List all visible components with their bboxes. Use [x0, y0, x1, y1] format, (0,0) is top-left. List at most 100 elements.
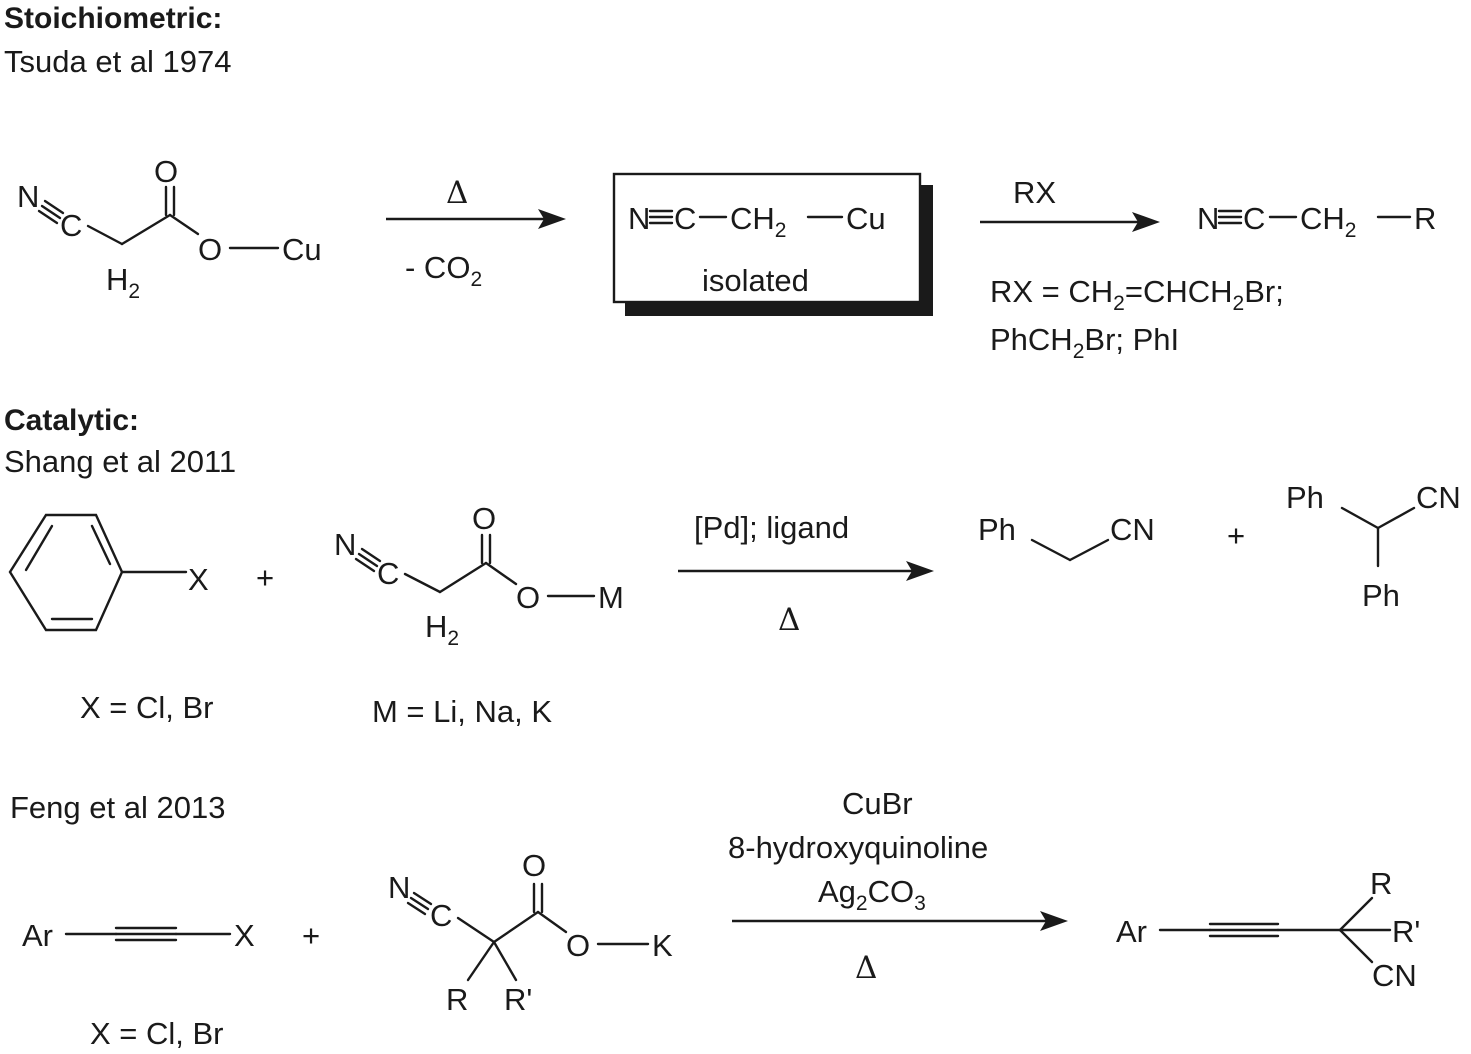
aryl-halide-structure: X [8, 513, 209, 632]
hydroxyquinoline-label: 8-hydroxyquinoline [728, 830, 988, 865]
ch-cn-bond [1376, 506, 1416, 530]
box-c-label: C [674, 201, 696, 236]
ch2-h-label: H2 [106, 262, 140, 303]
isolated-intermediate-box: N C CH2 Cu isolated [612, 172, 933, 316]
haloalkyne-structure: Ar X [22, 918, 255, 953]
c-ch2-bond [86, 224, 124, 246]
nitrile-n-label: N [334, 527, 356, 562]
rx-reagent-label: RX [1013, 175, 1056, 210]
carbonyl-o-label: O [154, 154, 178, 189]
rprime-substituent-label: R' [504, 982, 532, 1017]
ph-ch-bond [1340, 506, 1380, 530]
triple-bond-line-2 [409, 896, 430, 911]
alkylnitrile-product: N C CH2 R [1197, 201, 1436, 242]
nitrile-n-label: N [388, 870, 410, 905]
nitrile-n-label: N [17, 179, 39, 214]
r-substituent-label: R [446, 982, 468, 1017]
product-rprime-label: R' [1392, 914, 1420, 949]
silver-carbonate-label: Ag2CO3 [818, 874, 926, 915]
triple-bond-line-3 [354, 557, 376, 573]
arrowhead [1132, 212, 1160, 232]
quaternary-r-bond [1338, 896, 1374, 932]
carbonyl-ester-o-bond [168, 213, 200, 236]
benzene-ring [8, 513, 124, 632]
ch2-carbonyl-bond [120, 213, 172, 246]
product1-ph-label: Ph [978, 512, 1016, 547]
triple-bond-line-2 [357, 552, 379, 568]
plus-sign-1: + [256, 560, 274, 595]
arrowhead [538, 209, 566, 229]
pd-ligand-label: [Pd]; ligand [694, 510, 849, 545]
nitrile-c-label: C [377, 556, 399, 591]
product2-cn-label: CN [1416, 480, 1461, 515]
product-r-label: R [1414, 201, 1436, 236]
box-n-label: N [628, 201, 650, 236]
carbonyl-o-label: O [472, 501, 496, 536]
ch2-h-label: H2 [425, 609, 459, 650]
heat-symbol: Δ [446, 175, 468, 211]
triple-bond-line-1 [412, 891, 433, 906]
ester-o-label: O [566, 928, 590, 963]
product2-ph-top-label: Ph [1286, 480, 1324, 515]
heat-symbol: Δ [855, 950, 877, 986]
product-c-label: C [1243, 201, 1265, 236]
quaternary-carbonyl-bond [492, 910, 540, 944]
triple-bond-line-3 [37, 209, 59, 225]
product1-cn-label: CN [1110, 512, 1155, 547]
ch2-carbonyl-bond [438, 561, 488, 594]
potassium-k-label: K [652, 928, 673, 963]
copper-cyanoacetate-structure: N C H2 O O Cu [17, 154, 322, 303]
benzene-inner-bond-3 [90, 524, 112, 566]
carbonyl-o-label: O [522, 848, 546, 883]
triple-bond-line-1 [43, 199, 65, 215]
propargyl-nitrile-product: Ar R R' CN [1116, 866, 1420, 993]
product-cn-label: CN [1372, 958, 1417, 993]
alkylation-arrow: RX [980, 175, 1160, 232]
cu-catalysis-arrow: CuBr 8-hydroxyquinoline Ag2CO3 Δ [728, 786, 1068, 986]
c-quaternary-bond [456, 916, 496, 944]
triple-bond-line-3 [406, 901, 427, 916]
metal-m-label: M [598, 580, 624, 615]
box-ch2-label: CH2 [730, 201, 786, 242]
benzyl-nitrile-product: Ph CN [978, 512, 1155, 562]
product-n-label: N [1197, 201, 1219, 236]
potassium-cyanoacetate-structure: N C O O K R R' [388, 848, 673, 1017]
arrowhead [1040, 911, 1068, 931]
decarboxylation-arrow: Δ - CO2 [386, 175, 566, 291]
plus-sign-2: + [1227, 518, 1245, 553]
triple-bond-line-1 [360, 547, 382, 563]
cu-label: Cu [282, 232, 322, 267]
catalytic-header: Catalytic: [4, 404, 139, 437]
ch2-cn-bond [1068, 538, 1110, 562]
feng-reference: Feng et al 2013 [10, 790, 225, 825]
rx-definition-line-1: RX = CH2=CHCH2Br; [990, 274, 1284, 315]
box-cu-label: Cu [846, 201, 886, 236]
plus-sign-3: + [302, 918, 320, 953]
benzene-inner-bond-1 [24, 524, 54, 572]
ester-o-label: O [198, 232, 222, 267]
nitrile-c-label: C [60, 208, 82, 243]
ph-ch2-bond [1030, 538, 1072, 562]
shang-reference: Shang et al 2011 [4, 444, 236, 479]
carbonyl-ester-o-bond [536, 910, 568, 934]
carbonyl-ester-o-bond [484, 561, 518, 586]
nitrile-c-label: C [430, 898, 452, 933]
box-frame [612, 172, 922, 304]
metal-cyanoacetate-structure: N C H2 O O M [334, 501, 624, 650]
ar-label: Ar [22, 918, 53, 953]
x-definition: X = Cl, Br [80, 690, 214, 725]
diphenylacetonitrile-product: Ph CN Ph [1286, 480, 1461, 613]
triple-bond-line-2 [40, 204, 62, 220]
quaternary-rprime-bond [492, 940, 518, 982]
quaternary-cn-bond [1338, 928, 1374, 964]
x-definition-2: X = Cl, Br [90, 1016, 224, 1051]
cubr-label: CuBr [842, 786, 913, 821]
product2-ph-bottom-label: Ph [1362, 578, 1400, 613]
stoichiometric-header: Stoichiometric: [4, 2, 222, 35]
c-ch2-bond [403, 572, 442, 594]
heat-symbol: Δ [778, 602, 800, 638]
ester-o-label: O [516, 580, 540, 615]
isolated-label: isolated [702, 263, 809, 298]
m-definition: M = Li, Na, K [372, 694, 552, 729]
